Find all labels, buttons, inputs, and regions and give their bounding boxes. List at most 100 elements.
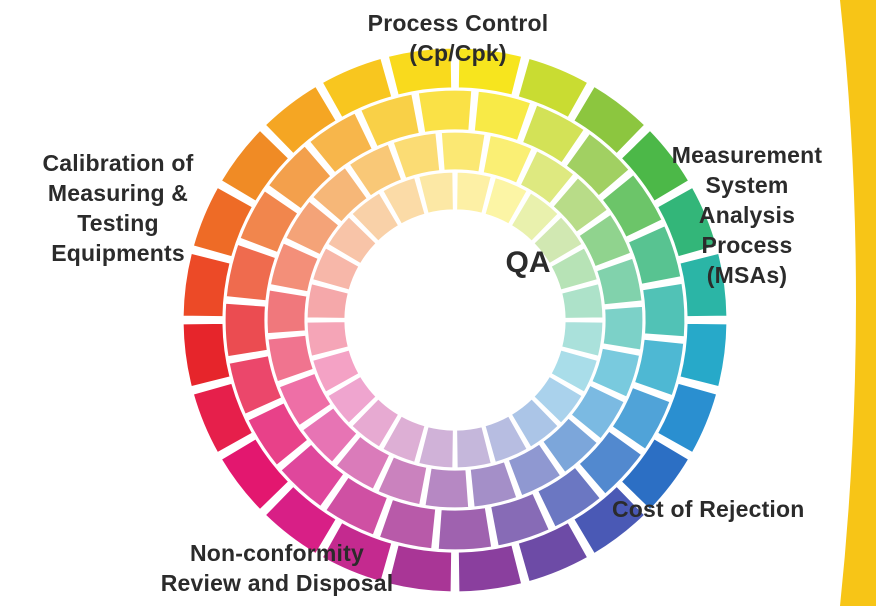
wheel-segment-ring4-9 (510, 398, 560, 448)
wheel-segment-ring2-20 (239, 189, 299, 254)
wheel-segment-ring2-9 (578, 430, 643, 495)
wheel-segment-ring2-3 (565, 132, 630, 197)
wheel-segment-ring1-9 (620, 437, 690, 511)
label-calibration: Calibration of Measuring & Testing Equip… (0, 148, 236, 268)
wheel-segment-ring2-10 (536, 466, 602, 528)
wheel-segment-ring1-12 (457, 544, 523, 593)
wheel-segment-ring4-5 (560, 282, 604, 320)
wheel-segment-ring1-14 (321, 521, 393, 583)
wheel-segment-ring2-15 (280, 443, 345, 508)
wheel-segment-ring3-9 (541, 417, 599, 474)
wheel-segment-ring3-20 (284, 200, 340, 256)
wheel-segment-ring2-7 (633, 338, 685, 397)
wheel-segment-ring3-14 (335, 435, 391, 491)
wheel-segment-ring2-1 (473, 90, 532, 142)
wheel-segment-ring2-16 (247, 401, 309, 467)
wheel-segment-ring4-13 (381, 415, 426, 464)
label-msa-line-4: Process (701, 232, 793, 258)
wheel-segment-ring4-12 (417, 425, 455, 469)
label-msa-line-1: Measurement (671, 142, 823, 168)
label-calibration-line-4: Equipments (51, 240, 185, 266)
wheel-segment-ring4-2 (510, 192, 560, 242)
wheel-segment-ring3-1 (482, 134, 533, 184)
label-process-control-line-2: (Cp/Cpk) (409, 40, 507, 66)
wheel-segment-ring1-13 (387, 544, 453, 593)
wheel-segment-ring3-16 (278, 372, 332, 427)
wheel-segment-ring4-11 (455, 425, 493, 469)
wheel-segment-ring2-6 (641, 282, 686, 338)
wheel-segment-ring3-10 (507, 443, 562, 497)
wheel-segment-ring3-4 (578, 213, 632, 268)
label-calibration-line-2: Measuring & (47, 180, 189, 206)
wheel-segment-ring4-14 (350, 398, 400, 448)
label-process-control: Process Control (Cp/Cpk) (338, 8, 578, 68)
label-msa-line-3: Analysis (698, 202, 796, 228)
wheel-segment-ring2-13 (378, 498, 437, 550)
wheel-segment-ring1-11 (517, 521, 589, 583)
wheel-segment-ring2-4 (601, 173, 663, 239)
wheel-segment-ring4-3 (533, 215, 583, 265)
wheel-segment-ring4-24 (455, 171, 493, 215)
wheel-segment-ring3-6 (602, 305, 644, 351)
wheel-segment-ring1-17 (192, 382, 254, 454)
wheel-segment-ring1-3 (572, 85, 646, 155)
wheel-segment-ring4-21 (350, 192, 400, 242)
wheel-segment-ring1-18 (182, 322, 231, 388)
wheel-segment-ring4-19 (311, 246, 360, 291)
wheel-segment-ring3-23 (392, 132, 441, 180)
wheel-segment-ring1-1 (457, 47, 523, 96)
label-msa: Measurement System Analysis Process (MSA… (638, 140, 856, 290)
wheel-segment-ring3-22 (348, 143, 403, 197)
label-calibration-line-1: Calibration of (42, 150, 194, 176)
wheel-segment-ring3-13 (377, 456, 428, 506)
wheel-center-hub (349, 214, 561, 426)
accent-stripe-shape (840, 0, 876, 606)
wheel-segment-ring3-7 (591, 347, 641, 398)
wheel-segment-ring1-20 (192, 186, 254, 258)
wheel-segment-ring1-24 (387, 47, 453, 96)
wheel-segment-ring1-16 (220, 437, 290, 511)
wheel-segment-ring2-2 (521, 104, 586, 164)
wheel-segment-ring4-23 (417, 171, 455, 215)
wheel-segment-ring3-8 (570, 384, 626, 440)
wheel-segment-ring1-22 (264, 85, 338, 155)
wheel-segment-ring1-2 (517, 57, 589, 119)
wheel-segment-ring3-3 (552, 176, 609, 234)
wheel-segment-ring3-12 (424, 467, 470, 509)
wheel-segment-ring4-20 (327, 215, 377, 265)
wheel-segment-ring2-12 (437, 506, 493, 551)
label-calibration-line-3: Testing (77, 210, 159, 236)
wheel-segment-ring1-5 (656, 186, 718, 258)
wheel-segment-ring4-8 (533, 375, 583, 425)
wheel-segment-ring2-19 (225, 243, 277, 302)
wheel-segment-ring3-21 (311, 166, 369, 223)
wheel-segment-ring2-17 (228, 354, 283, 416)
wheel-segment-ring4-7 (550, 349, 599, 394)
wheel-segment-ring4-22 (381, 176, 426, 225)
wheel-segment-ring4-17 (306, 320, 350, 358)
wheel-segment-ring2-14 (324, 476, 389, 536)
center-label-qa: QA (505, 246, 551, 279)
wheel-segment-ring3-19 (269, 242, 319, 293)
wheel-segment-ring3-11 (469, 460, 518, 508)
label-non-conformity: Non-conformity Review and Disposal (112, 538, 442, 598)
wheel-segment-ring1-6 (679, 252, 728, 318)
wheel-segment-ring4-16 (311, 349, 360, 394)
label-msa-line-5: (MSAs) (706, 262, 788, 288)
wheel-segment-ring1-8 (656, 382, 718, 454)
wheel-segment-ring4-15 (327, 375, 377, 425)
wheel-segment-ring1-7 (679, 322, 728, 388)
wheel-segment-ring1-19 (182, 252, 231, 318)
wheel-segment-ring3-5 (595, 257, 643, 306)
label-msa-line-2: System (705, 172, 789, 198)
wheel-segment-ring4-10 (484, 415, 529, 464)
wheel-segment-ring4-1 (484, 176, 529, 225)
wheel-segment-ring2-11 (489, 492, 551, 547)
wheel-segment-ring2-23 (359, 93, 421, 148)
label-non-conformity-line-2: Review and Disposal (160, 570, 394, 596)
wheel-segment-ring4-4 (550, 246, 599, 291)
wheel-segment-ring2-24 (417, 89, 473, 134)
